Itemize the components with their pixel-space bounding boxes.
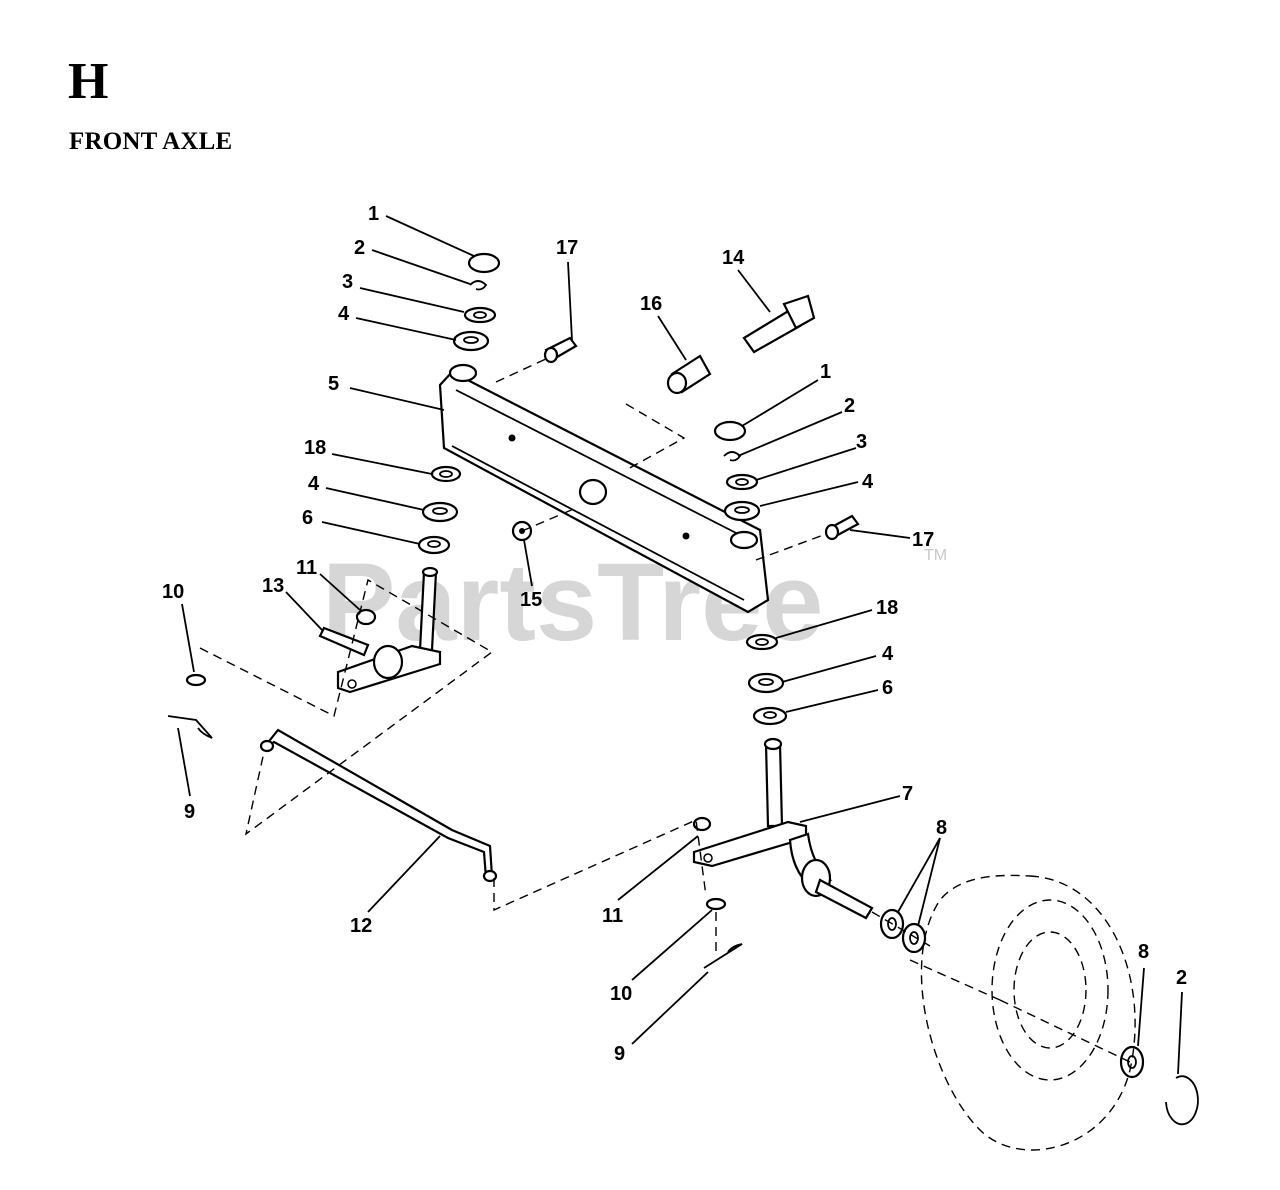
callout-18-right: 18 (876, 597, 898, 619)
callout-3-right: 3 (856, 431, 867, 453)
callout-7: 7 (902, 783, 913, 805)
section-title: FRONT AXLE (69, 128, 233, 155)
tie-rod-assembly (167, 673, 743, 969)
callout-8-outer: 8 (1138, 941, 1149, 963)
callout-4-right-lower: 4 (882, 643, 894, 665)
callout-12: 12 (350, 915, 372, 937)
callout-18-left: 18 (304, 437, 326, 459)
callout-10-left: 10 (162, 581, 184, 603)
callout-17-top: 17 (556, 237, 578, 259)
callout-11-right: 11 (602, 905, 623, 927)
wheel-outline (909, 874, 1136, 1151)
callout-2-right: 2 (844, 395, 855, 417)
callout-16: 16 (640, 293, 662, 315)
callout-4-left-upper: 4 (338, 303, 350, 325)
callout-17-right: 17 (912, 529, 934, 551)
callout-2-left: 2 (354, 237, 365, 259)
callout-11-left: 11 (296, 557, 317, 579)
assembly-guides (199, 357, 931, 952)
callout-15: 15 (520, 589, 542, 611)
callout-8-washers: 8 (936, 817, 947, 839)
callout-13: 13 (262, 575, 284, 597)
watermark-trademark: TM (924, 547, 947, 564)
callout-4-left-lower: 4 (308, 473, 320, 495)
right-lower-stack (692, 633, 874, 920)
callout-9-left: 9 (184, 801, 195, 823)
wheel-hardware (879, 908, 1199, 1126)
left-upper-stack (452, 252, 501, 352)
callout-numbers: 1 2 3 4 5 18 4 6 11 13 10 9 17 16 14 1 2… (162, 203, 1187, 1065)
callout-5: 5 (328, 373, 339, 395)
callout-3-left: 3 (342, 271, 353, 293)
callout-6-left: 6 (302, 507, 313, 529)
axle-beam (438, 363, 770, 614)
callout-4-right-upper: 4 (862, 471, 874, 493)
right-upper-stack (713, 420, 761, 522)
leader-lines (177, 215, 1183, 1075)
section-letter: H (68, 53, 109, 110)
fittings (511, 294, 860, 542)
callout-2-clip: 2 (1176, 967, 1187, 989)
left-lower-stack (318, 465, 462, 694)
callout-10-right: 10 (610, 983, 632, 1005)
callout-1-right: 1 (820, 361, 831, 383)
callout-6-right: 6 (882, 677, 893, 699)
callout-9-right: 9 (614, 1043, 625, 1065)
callout-14: 14 (722, 247, 745, 269)
callout-1-left: 1 (368, 203, 379, 225)
